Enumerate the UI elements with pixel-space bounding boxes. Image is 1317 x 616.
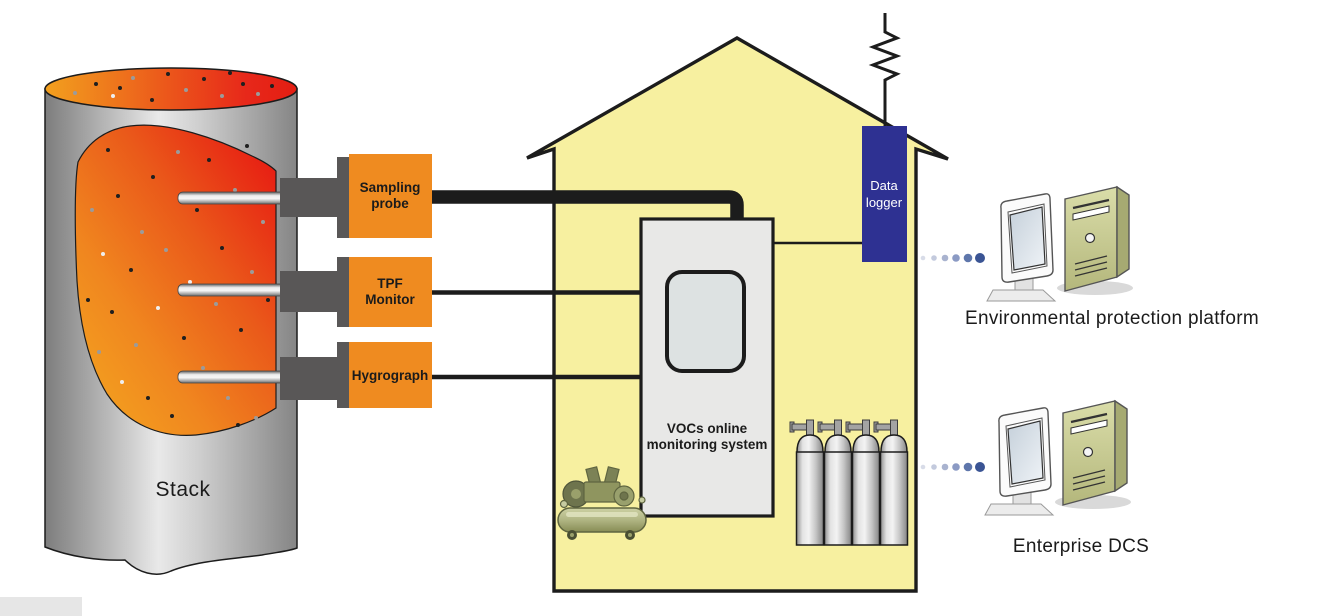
hygrograph-bracket-plate [337,342,350,408]
tpf-monitor-label: TPF Monitor [365,276,415,307]
hygrograph-label: Hygrograph [351,368,429,383]
stack-top-opening [44,67,298,111]
dcs-label: Enterprise DCS [1012,536,1150,557]
sampling-probe-label: Sampling probe [359,180,421,211]
flue-gas-flame [74,124,277,436]
sample-lines [432,190,744,380]
stack-graphic [44,67,298,575]
heated-sample-line [432,190,744,221]
platform-label: Environmental protection platform [965,308,1259,329]
tpf-probe-tube [177,283,293,297]
hygrograph-probe-tube [177,370,293,384]
analyzer-cabinet [639,217,775,518]
data-logger-box [862,126,907,262]
sampling-bracket-plate [337,157,350,238]
air-compressor [557,466,647,540]
wireless-link-dcs [920,462,985,472]
wireless-link-platform [920,253,985,263]
hygrograph-box [349,342,432,408]
sampling-probe-box [349,154,432,238]
stack-label: Stack [155,478,211,501]
cabinet-label: VOCs online monitoring system [646,421,768,452]
data-logger-label: Data logger [865,178,903,210]
tpf-bracket-plate [337,257,350,327]
antenna [868,13,902,127]
corner-gray-block [0,597,82,616]
platform-computer [985,185,1135,303]
sampling-probe-tube [177,191,293,205]
stack-mount-brackets [280,157,350,408]
cabinet-window [665,270,746,373]
sensor-boxes [349,154,432,408]
dcs-computer [983,399,1133,517]
tpf-monitor-box [349,257,432,327]
gas-particles [73,71,274,427]
